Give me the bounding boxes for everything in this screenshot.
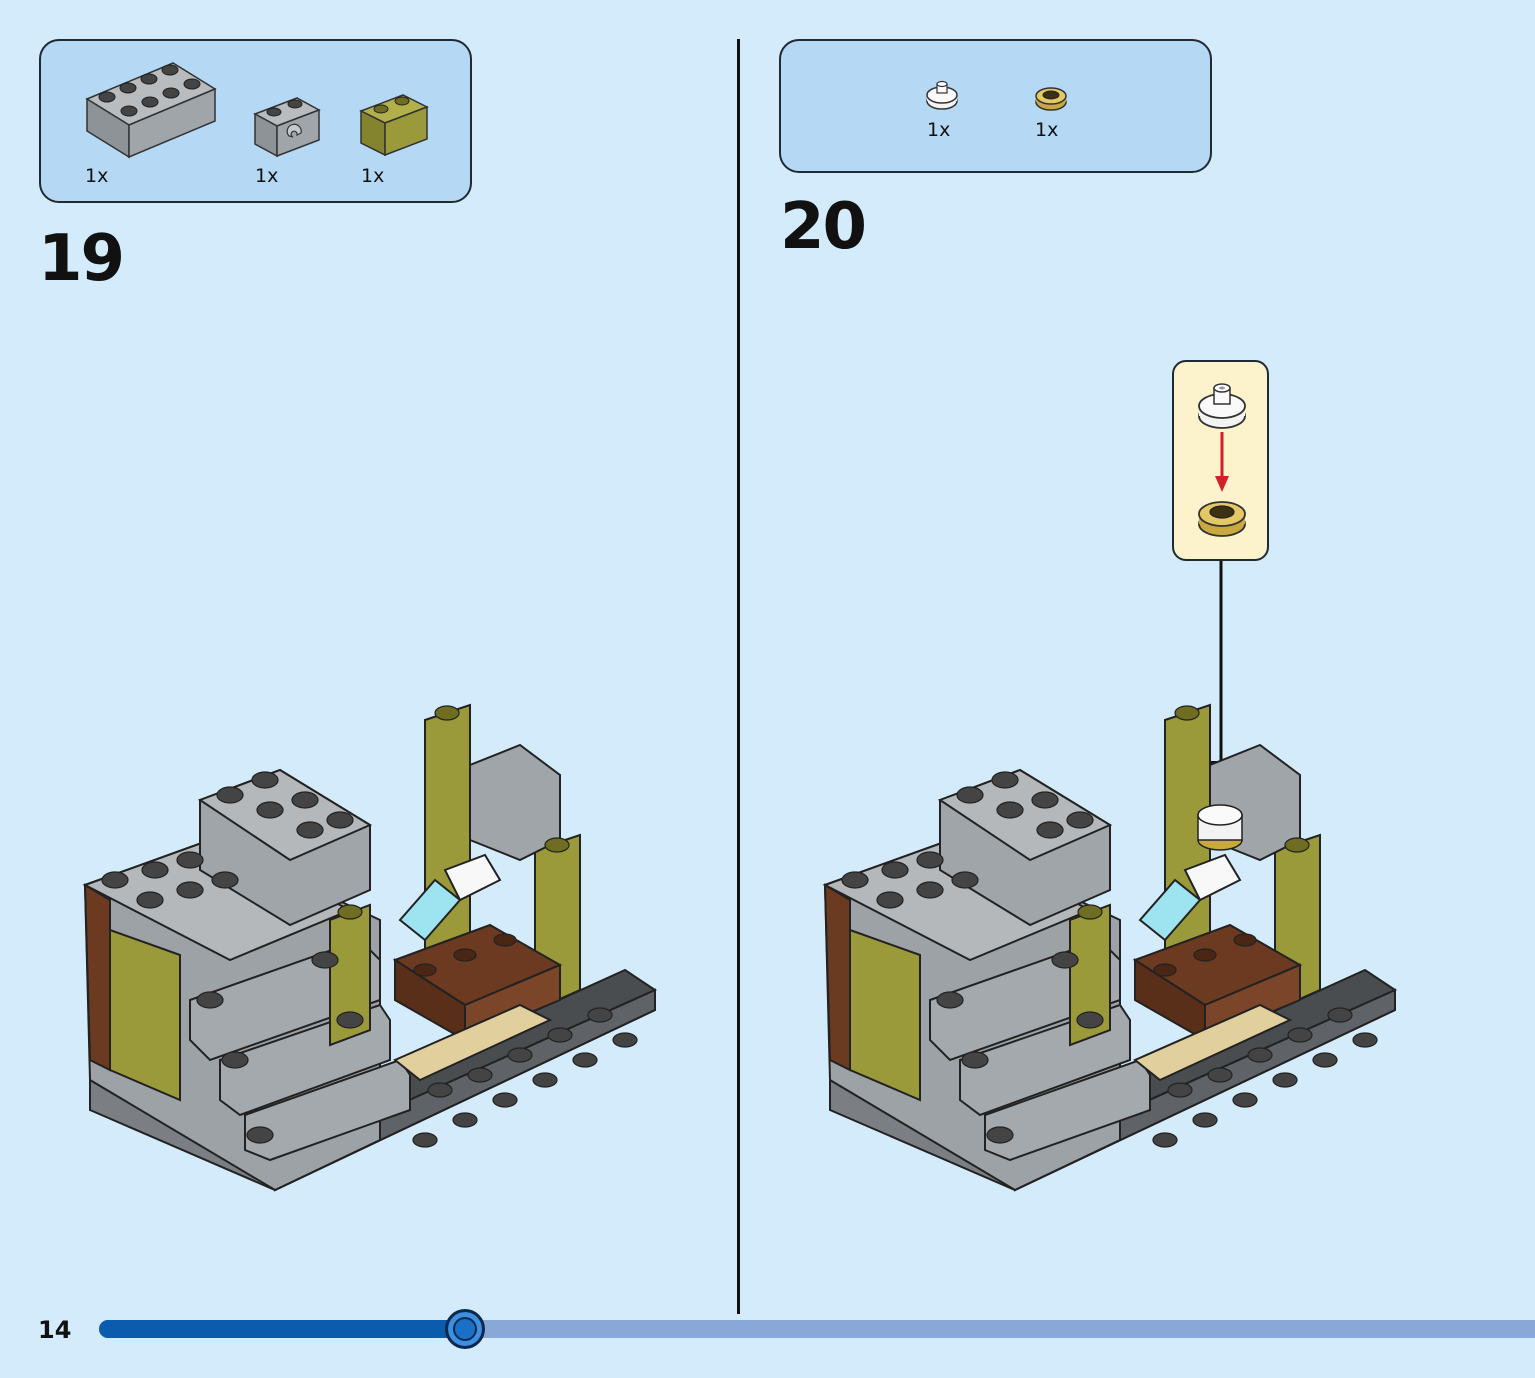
model-illustration-step-20 (822, 703, 1398, 1192)
page-divider (737, 39, 740, 1314)
step-number-19: 19 (38, 222, 125, 296)
page-number: 14 (38, 1316, 72, 1344)
brick-1x2-olive-icon (359, 94, 429, 157)
step-number-20: 20 (780, 190, 867, 264)
part-qty: 1x (255, 165, 279, 187)
parts-list-step-19: 1x 1x 1x (39, 39, 472, 203)
red-arrow-icon (1215, 432, 1229, 492)
parts-list-step-20: 1x 1x (779, 39, 1212, 173)
progress-bar (99, 1309, 1535, 1349)
progress-knob[interactable] (445, 1309, 486, 1349)
part-qty: 1x (1035, 119, 1059, 141)
brick-2x4-grey-icon (85, 62, 217, 159)
model-illustration-step-19 (82, 703, 658, 1192)
part-qty: 1x (927, 119, 951, 141)
brick-clip-grey-icon (253, 97, 321, 158)
part-qty: 1x (85, 165, 109, 187)
round-plate-gold-icon (1198, 501, 1246, 537)
progress-fill (99, 1320, 466, 1338)
part-qty: 1x (361, 165, 385, 187)
round-plate-gold-icon (1035, 87, 1067, 111)
subassembly-callout (1172, 360, 1269, 561)
round-plate-white-icon (926, 80, 958, 110)
round-plate-white-icon (1198, 383, 1246, 429)
